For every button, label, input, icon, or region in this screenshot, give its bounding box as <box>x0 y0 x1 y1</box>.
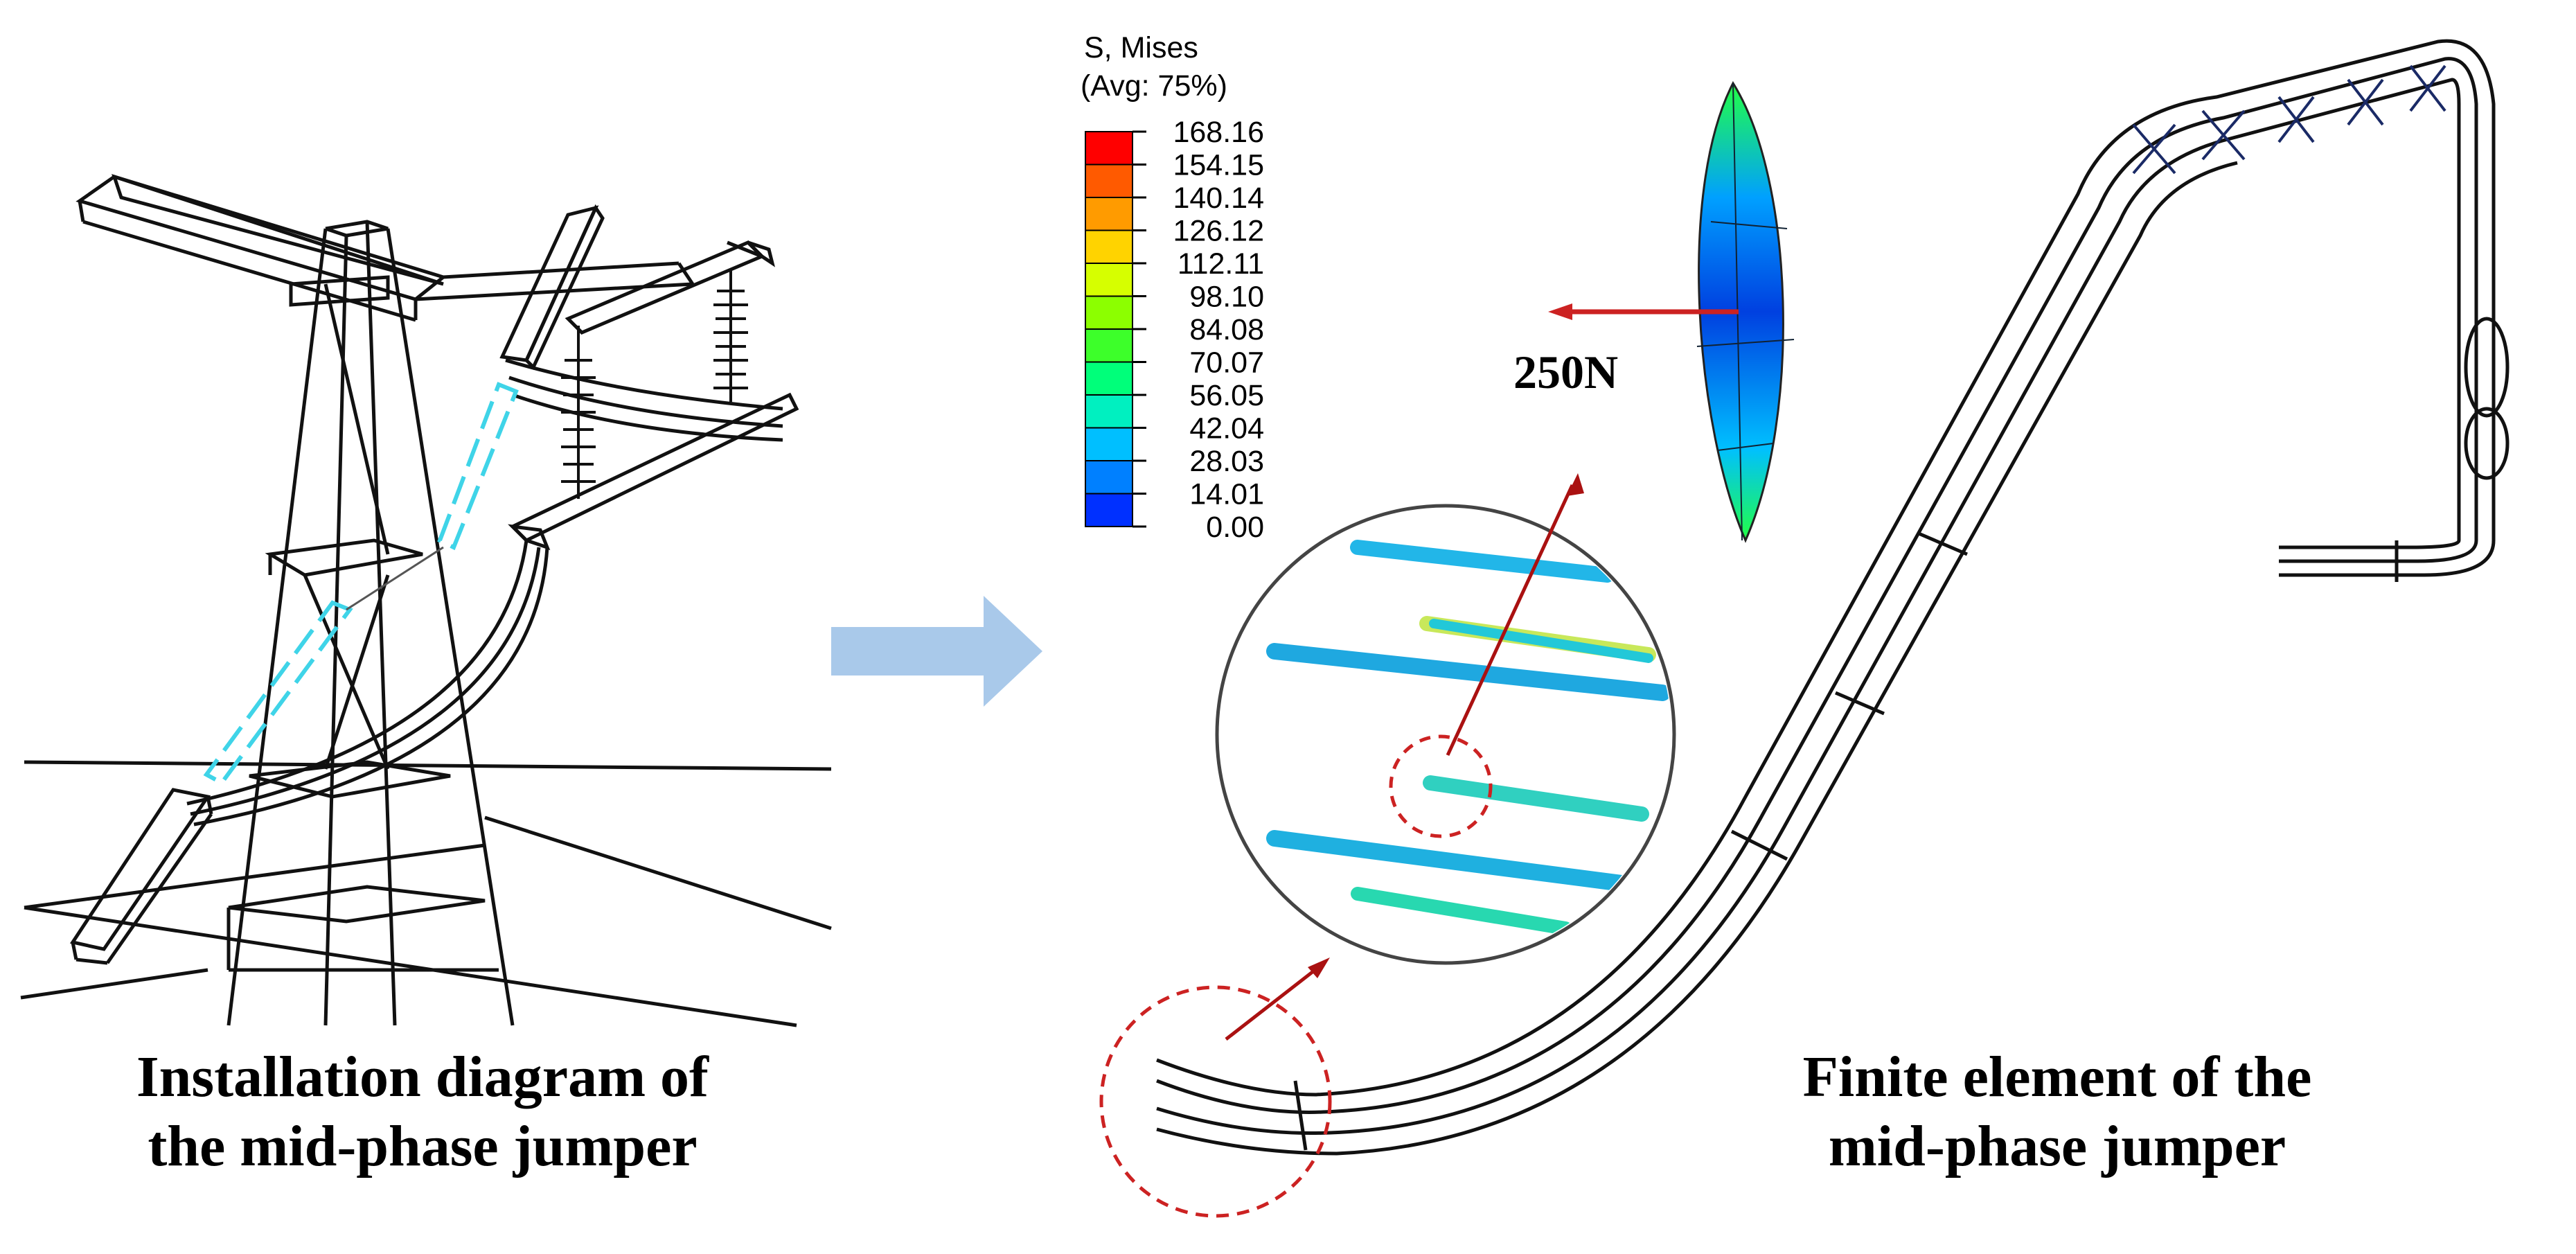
force-label: 250N <box>1513 346 1618 398</box>
legend-swatch <box>1085 493 1133 527</box>
legend-level-label: 84.08 <box>1189 313 1264 346</box>
legend-swatch <box>1085 131 1133 166</box>
legend-swatch <box>1085 394 1133 429</box>
end-callout-circle <box>1099 985 1332 1218</box>
fe-jumper-model <box>1156 39 2510 1156</box>
legend-level-label: 56.05 <box>1189 379 1264 412</box>
caption-left-line1: Installation diagram of <box>136 1045 709 1109</box>
legend-swatch <box>1085 164 1133 198</box>
legend-title-2: (Avg: 75%) <box>1081 69 1227 103</box>
legend-level-label: 168.16 <box>1173 116 1264 149</box>
magnified-view <box>1215 473 1676 965</box>
legend-level-label: 154.15 <box>1173 149 1264 182</box>
legend-level-label: 126.12 <box>1173 215 1264 248</box>
legend-level-label: 70.07 <box>1189 346 1264 380</box>
legend-swatch <box>1085 197 1133 231</box>
tower-crossarm <box>75 174 695 322</box>
legend-swatch <box>1085 460 1133 495</box>
legend-level-label: 140.14 <box>1173 182 1264 215</box>
legend-level-label: 42.04 <box>1189 412 1264 445</box>
legend-swatch <box>1085 229 1133 264</box>
lower-arm <box>509 392 799 543</box>
legend-level-label: 0.00 <box>1206 511 1264 544</box>
legend-swatch <box>1085 361 1133 396</box>
main-jumper <box>186 540 549 827</box>
cyan-insulator <box>203 382 519 786</box>
transition-arrow <box>831 596 1042 707</box>
legend-title-1: S, Mises <box>1084 31 1198 64</box>
insulator-strings <box>561 270 748 499</box>
caption-right-line1: Finite element of the <box>1802 1045 2312 1109</box>
load-cross-section <box>1698 80 1784 543</box>
legend-level-label: 14.01 <box>1189 478 1264 511</box>
legend-level-label: 98.10 <box>1189 281 1264 314</box>
legend-swatch <box>1085 328 1133 363</box>
installation-diagram <box>20 174 832 1027</box>
caption-left: Installation diagram of the mid-phase ju… <box>62 1043 783 1181</box>
legend-swatch <box>1085 427 1133 461</box>
lower-crossarm <box>69 788 211 951</box>
legend-swatch <box>1085 295 1133 330</box>
force-detail: 250N <box>1513 80 1795 543</box>
stress-legend: S, Mises (Avg: 75%) 168.16154.15140.1412… <box>1081 31 1264 544</box>
tower-body <box>226 220 515 1026</box>
upper-jumper <box>505 358 783 442</box>
legend-level-label: 112.11 <box>1178 247 1264 281</box>
caption-left-line2: the mid-phase jumper <box>148 1114 698 1178</box>
caption-right: Finite element of the mid-phase jumper <box>1697 1043 2417 1181</box>
legend-level-label: 28.03 <box>1189 445 1264 478</box>
caption-right-line2: mid-phase jumper <box>1828 1114 2286 1178</box>
legend-swatch <box>1085 263 1133 297</box>
